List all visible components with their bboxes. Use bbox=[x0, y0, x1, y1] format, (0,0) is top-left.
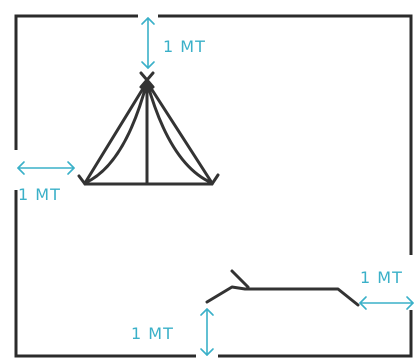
tent-side-stake bbox=[230, 269, 250, 289]
dimension-left: 1 MT bbox=[17, 161, 75, 204]
tent-right-foot bbox=[210, 173, 220, 186]
tent-outer-right bbox=[145, 80, 214, 185]
dimension-bottom-arrowhead-up bbox=[200, 308, 214, 316]
dimension-bottom-arrowhead-down bbox=[200, 348, 214, 356]
dimension-right-arrowhead-left bbox=[359, 296, 367, 310]
border-gap-right bbox=[404, 255, 416, 310]
dimension-left-arrowhead-right bbox=[67, 161, 75, 175]
tent-apex-cross-b bbox=[139, 71, 155, 89]
dimension-left-arrowhead-left bbox=[17, 161, 25, 175]
tent-side-outline bbox=[205, 285, 360, 307]
tent-inner-right bbox=[145, 80, 214, 185]
tent-front-view bbox=[77, 71, 220, 186]
tent-outer-left bbox=[83, 80, 149, 185]
dimension-bottom: 1 MT bbox=[131, 308, 214, 356]
site-boundary bbox=[14, 14, 413, 358]
dimension-left-label: 1 MT bbox=[18, 185, 61, 204]
dimension-top-arrowhead-up bbox=[141, 17, 155, 25]
tent-left-foot bbox=[77, 174, 87, 186]
dimension-top-arrowhead-down bbox=[141, 61, 155, 69]
dimension-top: 1 MT bbox=[141, 17, 206, 69]
border-gap-top bbox=[138, 10, 158, 22]
dimension-right: 1 MT bbox=[359, 268, 414, 310]
border-gap-left bbox=[10, 150, 22, 190]
tent-inner-left bbox=[83, 80, 149, 185]
dimension-right-label: 1 MT bbox=[360, 268, 403, 287]
dimension-right-arrowhead-right bbox=[406, 296, 414, 310]
tent-side-view bbox=[205, 269, 360, 307]
dimension-top-label: 1 MT bbox=[163, 37, 206, 56]
dimension-bottom-label: 1 MT bbox=[131, 324, 174, 343]
